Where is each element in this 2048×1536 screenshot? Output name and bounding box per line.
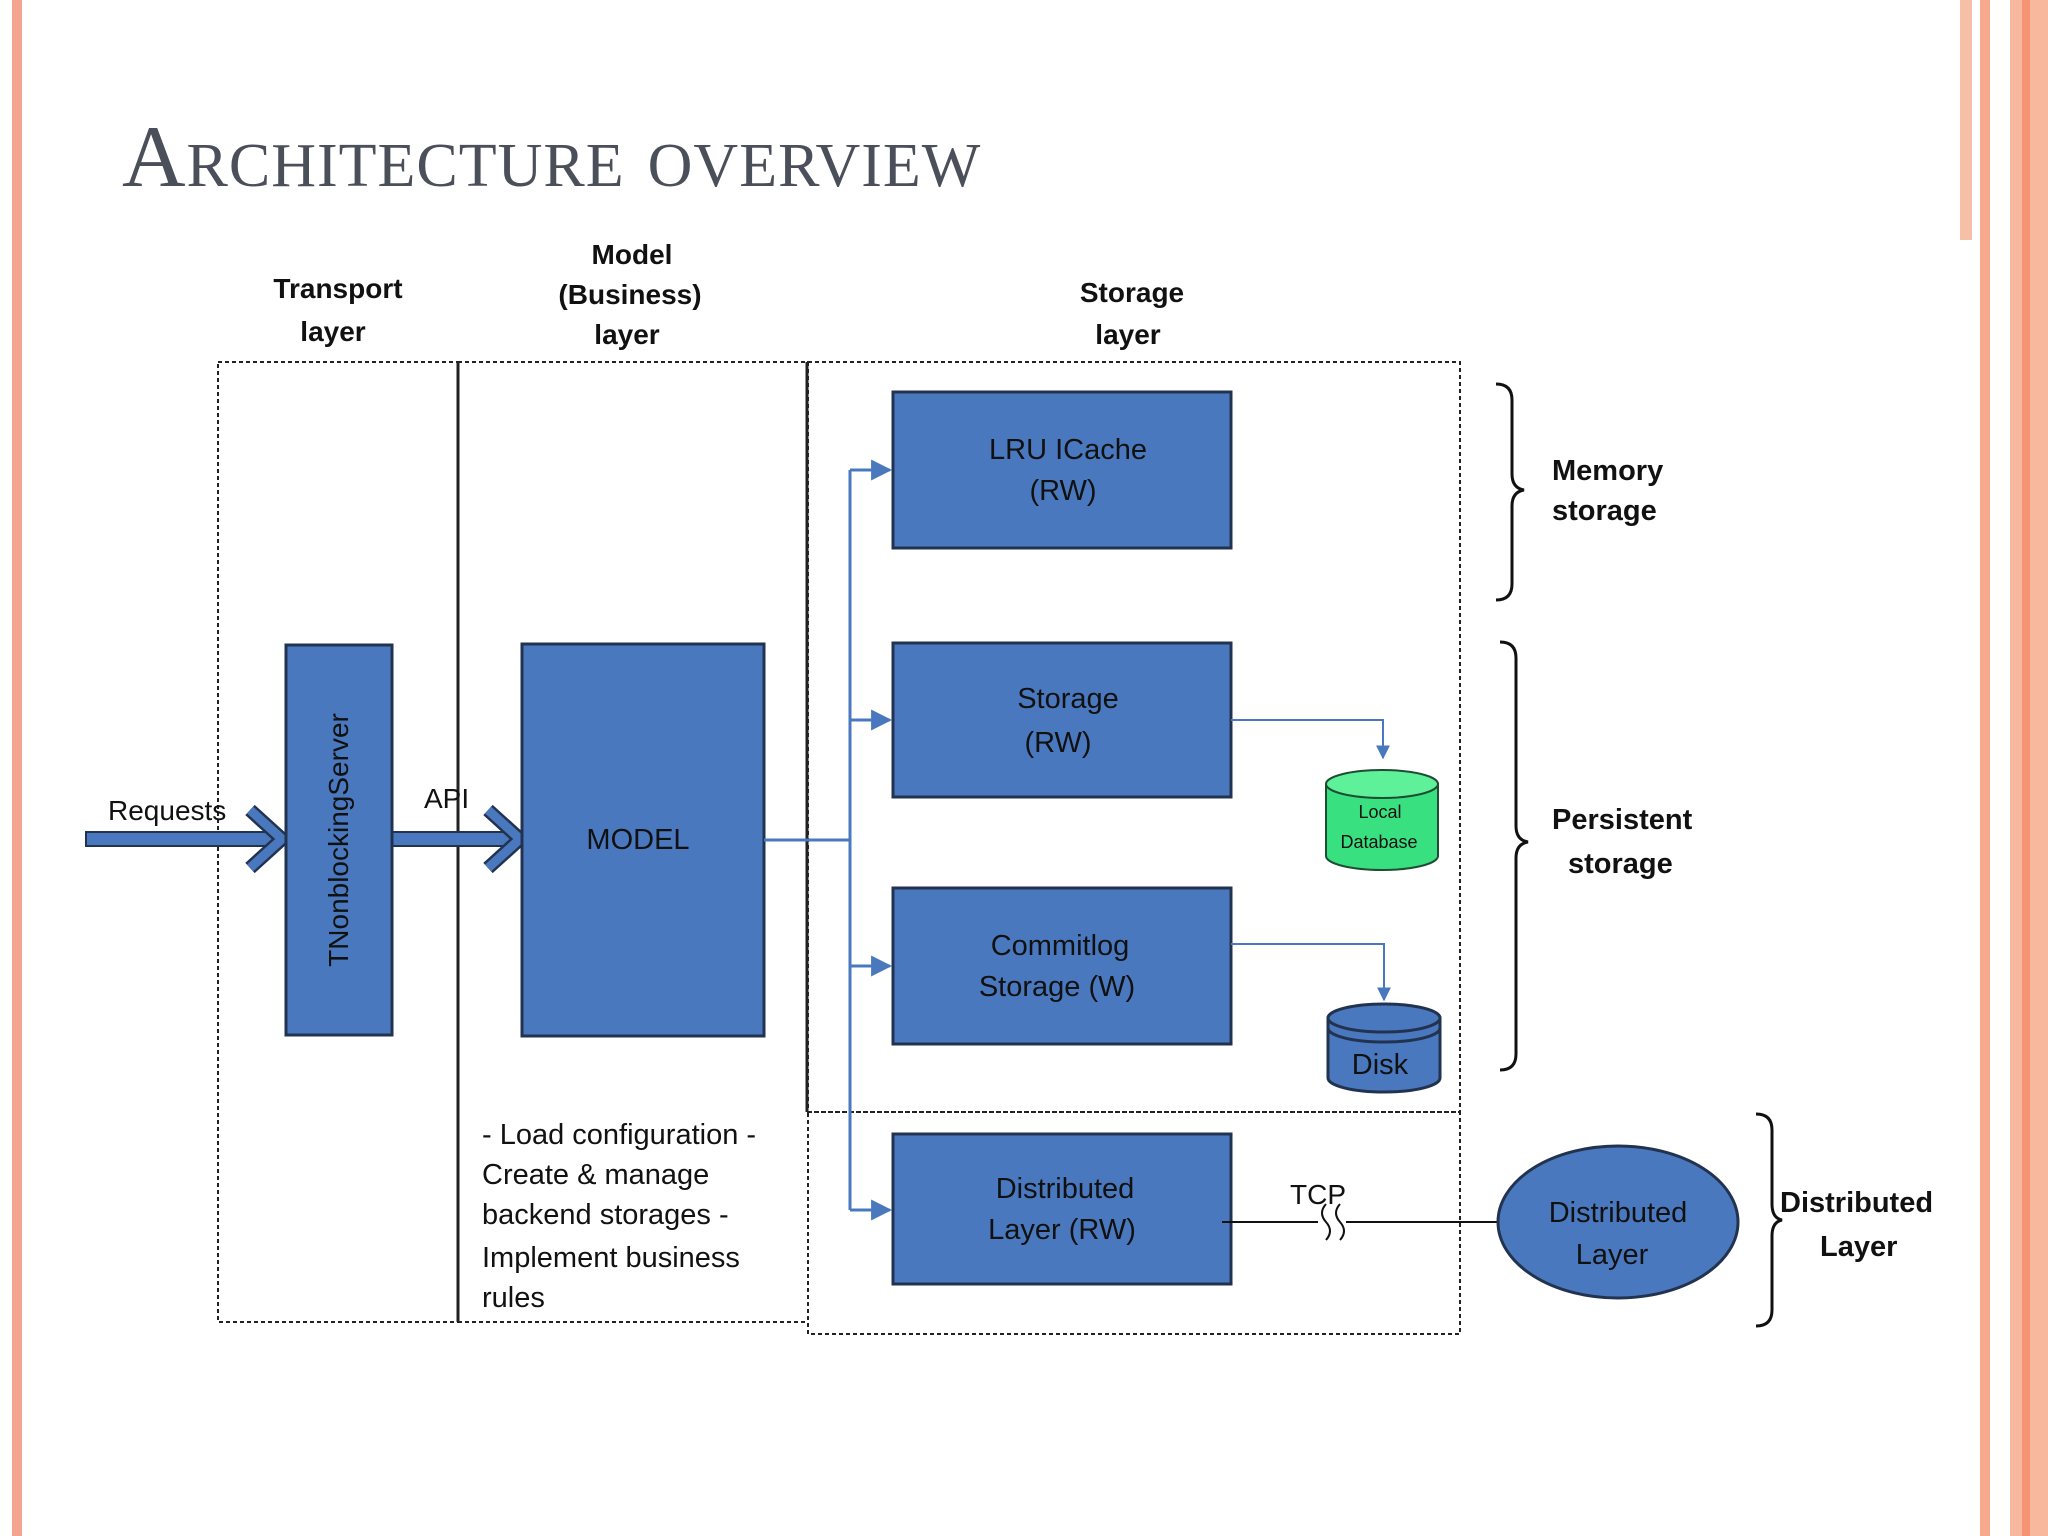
disk-label: Disk (1352, 1049, 1409, 1081)
memory-storage-label: Memory storage (1552, 455, 1663, 527)
svg-text:Distributed: Distributed (996, 1173, 1135, 1205)
svg-text:Layer (RW): Layer (RW) (988, 1214, 1136, 1246)
distributed-layer-brace-label: Distributed Layer (1780, 1187, 1933, 1263)
svg-text:Local: Local (1358, 802, 1401, 822)
model-box-label: MODEL (586, 824, 689, 856)
svg-text:layer: layer (300, 316, 365, 347)
svg-text:Persistent: Persistent (1552, 804, 1693, 836)
braces (1495, 382, 1783, 1328)
tcp-connector (1222, 1203, 1500, 1241)
right-border-panel (1960, 0, 1972, 240)
svg-text:Layer: Layer (1820, 1231, 1897, 1263)
storage-box-label: Storage (RW) (1017, 683, 1119, 759)
svg-text:Layer: Layer (1576, 1239, 1649, 1271)
svg-text:storage: storage (1552, 495, 1657, 527)
persistent-storage-brace (1499, 640, 1529, 1072)
right-border-stripe-1 (1980, 0, 1990, 1536)
left-border-stripe (12, 0, 22, 1536)
storage-box (891, 641, 1233, 799)
tnonblockingserver-label: TNonblockingServer (323, 713, 354, 967)
storage-to-database-connector (1231, 719, 1390, 760)
requests-label: Requests (108, 795, 226, 826)
svg-text:Distributed: Distributed (1780, 1187, 1933, 1219)
distributed-layer-brace (1755, 1112, 1783, 1328)
tcp-label: TCP (1290, 1179, 1346, 1210)
api-arrow (391, 804, 531, 874)
svg-text:Transport: Transport (273, 273, 402, 304)
svg-text:layer: layer (594, 319, 659, 350)
api-label: API (424, 783, 469, 814)
svg-text:Commitlog: Commitlog (991, 930, 1130, 962)
memory-storage-brace (1495, 382, 1525, 602)
persistent-storage-label: Persistent storage (1552, 804, 1693, 880)
svg-text:(RW): (RW) (1029, 475, 1096, 507)
local-database-label: Local Database (1340, 802, 1417, 852)
lru-cache-box (891, 390, 1233, 550)
disk-icon (1326, 1002, 1442, 1094)
local-database-icon (1325, 769, 1439, 871)
svg-text:Storage: Storage (1080, 277, 1184, 308)
slide-title: Architecture overview (122, 109, 982, 207)
requests-arrow (85, 804, 293, 874)
distributed-layer-box (891, 1132, 1233, 1286)
svg-text:layer: layer (1095, 319, 1160, 350)
distributed-node-label: Distributed Layer (1549, 1197, 1688, 1271)
slide-title-text: Architecture overview (122, 109, 982, 206)
model-connectors (764, 459, 893, 1221)
svg-text:rules: rules (482, 1282, 545, 1314)
svg-text:LRU ICache: LRU ICache (989, 434, 1147, 466)
svg-text:(RW): (RW) (1024, 727, 1091, 759)
svg-text:- Load configuration -: - Load configuration - (482, 1119, 756, 1151)
transport-layer-header: Transport layer (273, 273, 402, 347)
right-border-stripe-3 (2022, 0, 2030, 1536)
model-layer-header: Model (Business) layer (558, 239, 701, 350)
distributed-node-ellipse (1496, 1144, 1740, 1300)
model-description: - Load configuration - Create & manage b… (482, 1119, 756, 1314)
commitlog-to-disk-connector (1231, 943, 1391, 1002)
commitlog-box (891, 886, 1233, 1046)
svg-text:Implement business: Implement business (482, 1242, 740, 1274)
tnonblockingserver-box (284, 643, 394, 1037)
layer-outlines (217, 361, 1461, 1335)
commitlog-box-label: Commitlog Storage (W) (979, 930, 1135, 1003)
svg-text:Storage (W): Storage (W) (979, 971, 1135, 1003)
svg-text:storage: storage (1568, 848, 1673, 880)
svg-text:Database: Database (1340, 832, 1417, 852)
svg-text:Create & manage: Create & manage (482, 1159, 709, 1191)
storage-layer-header: Storage layer (1080, 277, 1184, 350)
svg-text:Distributed: Distributed (1549, 1197, 1688, 1229)
svg-text:Model: Model (592, 239, 673, 270)
svg-text:Storage: Storage (1017, 683, 1119, 715)
model-box (520, 642, 766, 1038)
svg-text:(Business): (Business) (558, 279, 701, 310)
distributed-layer-box-label: Distributed Layer (RW) (988, 1173, 1136, 1246)
svg-text:backend storages -: backend storages - (482, 1199, 729, 1231)
svg-text:Memory: Memory (1552, 455, 1663, 487)
lru-cache-label: LRU ICache (RW) (989, 434, 1147, 507)
